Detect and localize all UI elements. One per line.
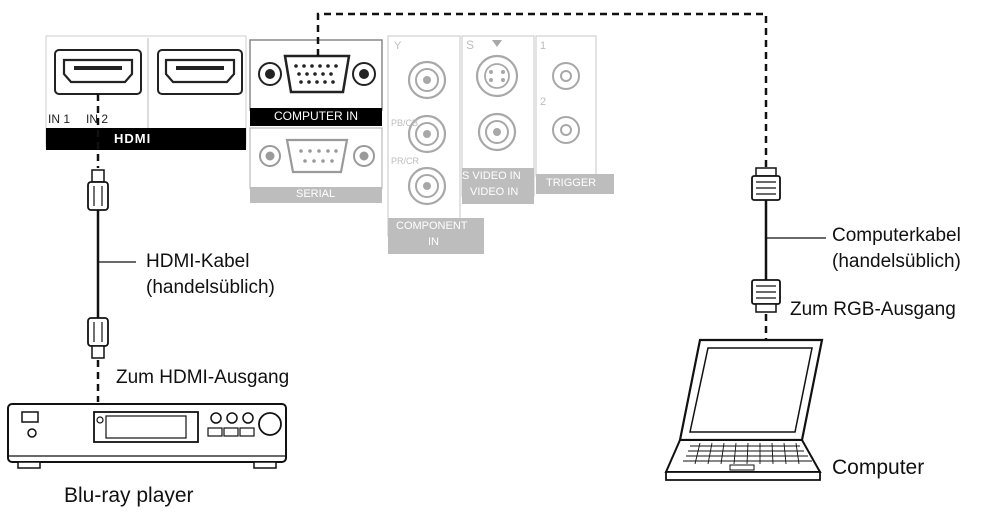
hdmi-ports-panel xyxy=(45,35,247,150)
component-pr-label: PR/CR xyxy=(391,156,420,166)
hdmi-output-label: Zum HDMI-Ausgang xyxy=(116,367,290,388)
computer-in-label: COMPUTER IN xyxy=(274,109,358,123)
hdmi-label-bar xyxy=(46,128,246,150)
hdmi-in2-label: IN 2 xyxy=(86,112,109,126)
blu-ray-player-icon xyxy=(7,403,287,469)
computer-cable-route-dashed xyxy=(316,12,768,168)
svideo-label-line1: S VIDEO IN xyxy=(462,170,521,182)
computer-cable-sublabel: (handelsüblich) xyxy=(832,251,961,272)
hdmi-plug-top-icon xyxy=(87,169,109,211)
component-pb-label: PB/CB xyxy=(391,118,419,128)
serial-label: SERIAL xyxy=(296,188,336,200)
component-y-label: Y xyxy=(394,40,402,52)
computer-in-label-bar xyxy=(250,108,382,126)
component-y-port-icon xyxy=(407,60,447,100)
component-label-line2: IN xyxy=(428,236,439,248)
blu-ray-player-label: Blu-ray player xyxy=(64,484,194,507)
trigger-label-bar xyxy=(536,174,614,194)
computer-cable-label: Computerkabel xyxy=(832,225,961,246)
component-label-bar xyxy=(388,218,484,254)
hdmi-in1-label: IN 1 xyxy=(48,112,71,126)
vga-plug-bottom-icon xyxy=(751,279,781,313)
trigger-2-label: 2 xyxy=(540,96,547,108)
serial-label-bar xyxy=(250,187,382,203)
serial-port-icon xyxy=(259,138,375,174)
svideo-panel xyxy=(461,35,535,204)
vga-plug-top-icon xyxy=(751,167,781,201)
hdmi-cable-sublabel: (handelsüblich) xyxy=(146,277,275,298)
video-in-port-icon xyxy=(477,112,517,152)
component-pr-port-icon xyxy=(407,166,447,206)
hdmi-plug-bottom-icon xyxy=(87,317,109,359)
svideo-s-label: S xyxy=(466,38,475,52)
svideo-label-line2: VIDEO IN xyxy=(470,186,519,198)
computer-in-vga-port-icon xyxy=(258,54,376,94)
hdmi-brand-label: HDMI xyxy=(114,131,152,146)
rgb-output-label: Zum RGB-Ausgang xyxy=(790,299,956,320)
laptop-computer-icon xyxy=(664,338,824,481)
svideo-label-bar xyxy=(462,168,534,204)
computer-serial-panel xyxy=(249,39,383,203)
hdmi-in2-port-icon xyxy=(157,49,243,95)
trigger-label: TRIGGER xyxy=(546,177,597,189)
trigger1-port-icon xyxy=(552,62,580,90)
component-panel xyxy=(387,35,484,254)
component-pb-port-icon xyxy=(407,114,447,154)
svideo-port-icon xyxy=(475,54,519,98)
trigger-panel xyxy=(535,35,614,194)
component-label-line1: COMPONENT xyxy=(396,220,468,232)
trigger2-port-icon xyxy=(552,116,580,144)
hdmi-cable-label: HDMI-Kabel xyxy=(146,251,250,272)
hdmi-in1-port-icon xyxy=(54,49,142,95)
trigger-1-label: 1 xyxy=(540,40,547,52)
computer-label: Computer xyxy=(832,456,925,479)
